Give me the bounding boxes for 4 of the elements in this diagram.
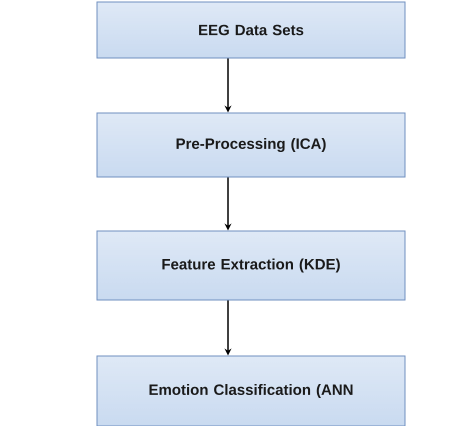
process-box: Pre-Processing (ICA) [96,112,406,178]
process-box: Emotion Classification (ANN [96,356,406,426]
process-box: Feature Extraction (KDE) [96,230,406,300]
process-box: EEG Data Sets [96,2,406,58]
